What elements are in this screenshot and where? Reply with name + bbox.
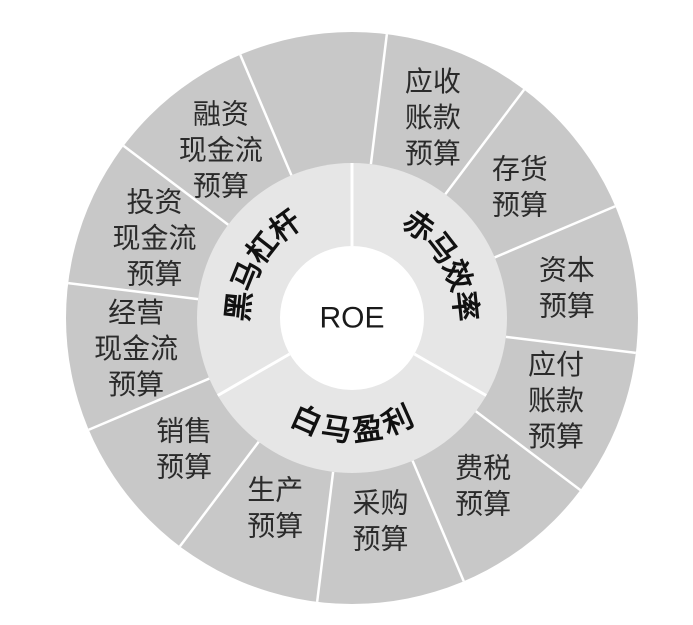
segment-label-line: 预算 — [156, 451, 212, 484]
segment-label-line: 预算 — [353, 523, 409, 556]
segment-label-line: 应收 — [405, 65, 461, 98]
segment-label-line: 销售 — [156, 415, 212, 448]
segment-label-line: 现金流 — [113, 222, 197, 255]
segment-label-line: 预算 — [528, 420, 584, 453]
middle-label-char: 率 — [445, 289, 483, 322]
outer-divider — [315, 471, 335, 603]
outer-divider — [369, 33, 389, 165]
center-core: ROE — [280, 246, 424, 390]
roe-circle — [280, 246, 424, 390]
segment-label-line: 预算 — [492, 188, 548, 221]
segment-label-line: 应付 — [528, 348, 584, 381]
outer-divider — [88, 377, 210, 431]
outer-divider — [178, 441, 260, 548]
middle-label-char: 马 — [319, 410, 354, 449]
middle-label-char: 盈 — [350, 410, 385, 449]
middle-divider — [413, 352, 487, 397]
segment-label-line: 账款 — [528, 384, 584, 417]
outer-divider — [444, 88, 526, 195]
segment-label-line: 预算 — [405, 137, 461, 170]
segment-label-line: 融资 — [193, 98, 249, 131]
segment-label-line: 投资 — [127, 186, 183, 219]
outer-divider — [411, 460, 465, 582]
segment-label-line: 预算 — [539, 289, 595, 322]
segment-label-line: 现金流 — [179, 134, 263, 167]
segment-label-line: 经营 — [108, 296, 164, 329]
segment-label-line: 采购 — [353, 487, 409, 520]
segment-label-line: 账款 — [405, 101, 461, 134]
outer-divider — [475, 410, 582, 492]
segment-label-line: 费税 — [455, 451, 511, 484]
segment-label-line: 预算 — [247, 510, 303, 543]
segment-label-line: 预算 — [455, 487, 511, 520]
outer-divider — [67, 281, 199, 301]
outer-divider — [505, 335, 637, 355]
segment-label-line: 预算 — [127, 258, 183, 291]
segment-label-line: 资本 — [539, 253, 595, 286]
segment-label-line: 生产 — [247, 474, 303, 507]
roe-label: ROE — [319, 302, 384, 335]
middle-label-char: 黑 — [221, 289, 259, 322]
segment-label-line: 预算 — [108, 368, 164, 401]
segment-label-line: 现金流 — [94, 332, 178, 365]
outer-divider — [122, 144, 229, 226]
segment-label-line: 预算 — [193, 170, 249, 203]
segment-label-line: 存货 — [492, 152, 548, 185]
middle-divider — [217, 352, 291, 397]
outer-divider — [494, 205, 616, 259]
outer-divider — [239, 54, 293, 176]
